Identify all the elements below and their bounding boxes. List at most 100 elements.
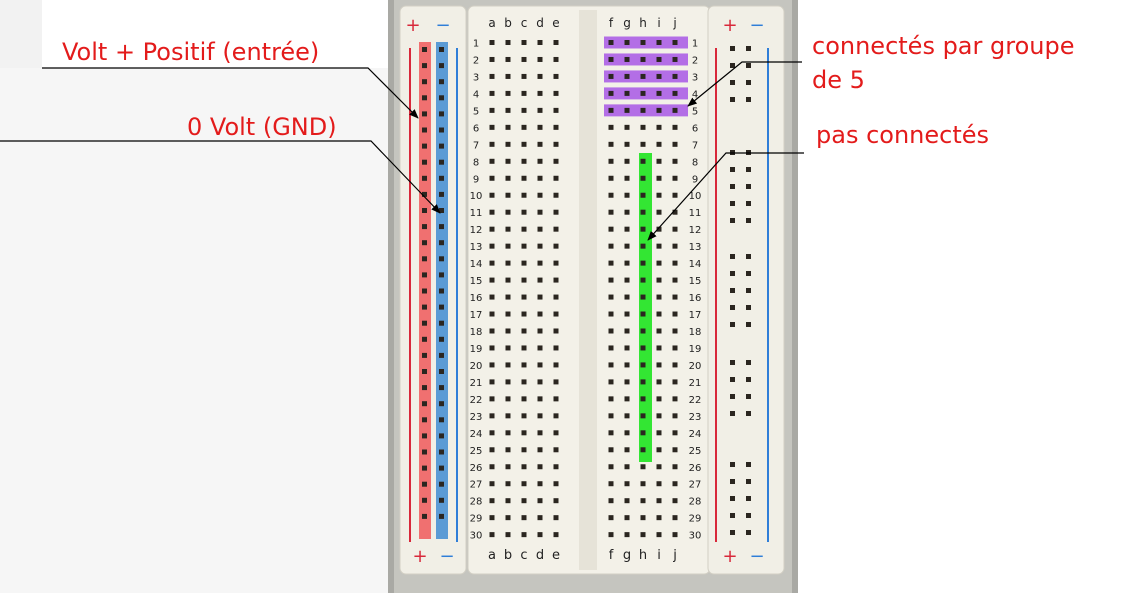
label-connectes-groupe-line1: connectés par groupe bbox=[812, 32, 1075, 60]
terminal-hole bbox=[672, 294, 678, 300]
rail-hole bbox=[746, 462, 751, 467]
group-highlight-row-2 bbox=[604, 53, 688, 66]
terminal-hole bbox=[640, 498, 646, 504]
terminal-hole bbox=[640, 124, 646, 130]
row-number-right: 10 bbox=[689, 191, 702, 202]
terminal-hole bbox=[640, 158, 646, 164]
terminal-hole bbox=[553, 277, 559, 283]
terminal-hole bbox=[537, 40, 543, 45]
terminal-hole bbox=[553, 311, 559, 317]
terminal-hole bbox=[537, 328, 543, 334]
terminal-hole bbox=[608, 413, 614, 419]
rail-hole bbox=[439, 79, 444, 85]
terminal-hole bbox=[672, 40, 678, 45]
terminal-hole bbox=[505, 107, 511, 113]
terminal-hole bbox=[505, 396, 511, 402]
terminal-hole bbox=[608, 90, 614, 96]
rail-hole bbox=[730, 167, 735, 172]
terminal-hole bbox=[672, 56, 678, 62]
terminal-hole bbox=[489, 515, 495, 521]
row-number-left: 28 bbox=[470, 497, 483, 508]
terminal-hole bbox=[521, 362, 527, 368]
column-letter-top: f bbox=[609, 16, 614, 30]
rail-hole bbox=[730, 322, 735, 327]
rail-hole bbox=[422, 47, 427, 52]
terminal-hole bbox=[537, 192, 543, 198]
column-letter-bottom: h bbox=[639, 548, 647, 563]
terminal-hole bbox=[656, 328, 662, 334]
rail-hole bbox=[746, 97, 751, 102]
terminal-hole bbox=[521, 328, 527, 334]
terminal-hole bbox=[505, 447, 511, 453]
terminal-hole bbox=[553, 243, 559, 249]
terminal-hole bbox=[505, 141, 511, 147]
terminal-hole bbox=[537, 277, 543, 283]
terminal-hole bbox=[672, 175, 678, 181]
terminal-hole bbox=[608, 209, 614, 215]
row-number-left: 27 bbox=[470, 480, 483, 491]
rail-hole bbox=[746, 322, 751, 327]
terminal-hole bbox=[521, 532, 527, 538]
rail-hole bbox=[439, 385, 444, 391]
terminal-hole bbox=[553, 379, 559, 385]
rail-hole bbox=[422, 369, 427, 374]
terminal-hole bbox=[656, 481, 662, 487]
rail-hole bbox=[746, 377, 751, 382]
terminal-hole bbox=[553, 158, 559, 164]
terminal-hole bbox=[656, 294, 662, 300]
terminal-hole bbox=[608, 294, 614, 300]
column-letter-top: j bbox=[672, 16, 676, 30]
terminal-hole bbox=[656, 430, 662, 436]
rail-hole bbox=[746, 513, 751, 518]
rail-hole bbox=[730, 530, 735, 535]
rail-hole bbox=[730, 394, 735, 399]
terminal-hole bbox=[672, 192, 678, 198]
row-number-left: 20 bbox=[470, 361, 483, 372]
rail-hole bbox=[439, 401, 444, 407]
terminal-hole bbox=[505, 56, 511, 62]
column-letter-bottom: b bbox=[504, 548, 512, 563]
terminal-hole bbox=[505, 515, 511, 521]
terminal-hole bbox=[672, 209, 678, 215]
terminal-hole bbox=[521, 413, 527, 419]
rail-hole bbox=[439, 369, 444, 374]
terminal-hole bbox=[624, 209, 630, 215]
rail-hole bbox=[746, 271, 751, 276]
terminal-hole bbox=[608, 464, 614, 470]
rail-hole bbox=[746, 479, 751, 484]
terminal-hole bbox=[489, 107, 495, 113]
terminal-hole bbox=[553, 107, 559, 113]
terminal-hole bbox=[656, 243, 662, 249]
column-letter-bottom: c bbox=[520, 548, 527, 563]
row-number-left: 2 bbox=[473, 55, 479, 66]
rail-hole bbox=[730, 218, 735, 223]
row-number-left: 15 bbox=[470, 276, 483, 287]
terminal-hole bbox=[505, 277, 511, 283]
terminal-hole bbox=[672, 328, 678, 334]
terminal-hole bbox=[624, 532, 630, 538]
row-number-right: 9 bbox=[692, 174, 698, 185]
row-number-left: 5 bbox=[473, 106, 479, 117]
rail-hole bbox=[730, 513, 735, 518]
terminal-hole bbox=[537, 294, 543, 300]
terminal-hole bbox=[489, 192, 495, 198]
terminal-hole bbox=[656, 56, 662, 62]
terminal-hole bbox=[656, 396, 662, 402]
terminal-hole bbox=[656, 413, 662, 419]
terminal-hole bbox=[672, 481, 678, 487]
terminal-hole bbox=[505, 379, 511, 385]
terminal-hole bbox=[640, 294, 646, 300]
rail-hole bbox=[422, 433, 427, 439]
terminal-hole bbox=[489, 141, 495, 147]
rail-hole bbox=[422, 175, 427, 181]
terminal-hole bbox=[537, 498, 543, 504]
terminal-hole bbox=[553, 396, 559, 402]
row-number-left: 1 bbox=[473, 39, 479, 50]
row-number-left: 24 bbox=[470, 429, 483, 440]
rail-hole bbox=[439, 304, 444, 310]
terminal-hole bbox=[505, 40, 511, 45]
rail-hole bbox=[746, 530, 751, 535]
terminal-hole bbox=[672, 498, 678, 504]
terminal-hole bbox=[489, 311, 495, 317]
terminal-hole bbox=[489, 209, 495, 215]
